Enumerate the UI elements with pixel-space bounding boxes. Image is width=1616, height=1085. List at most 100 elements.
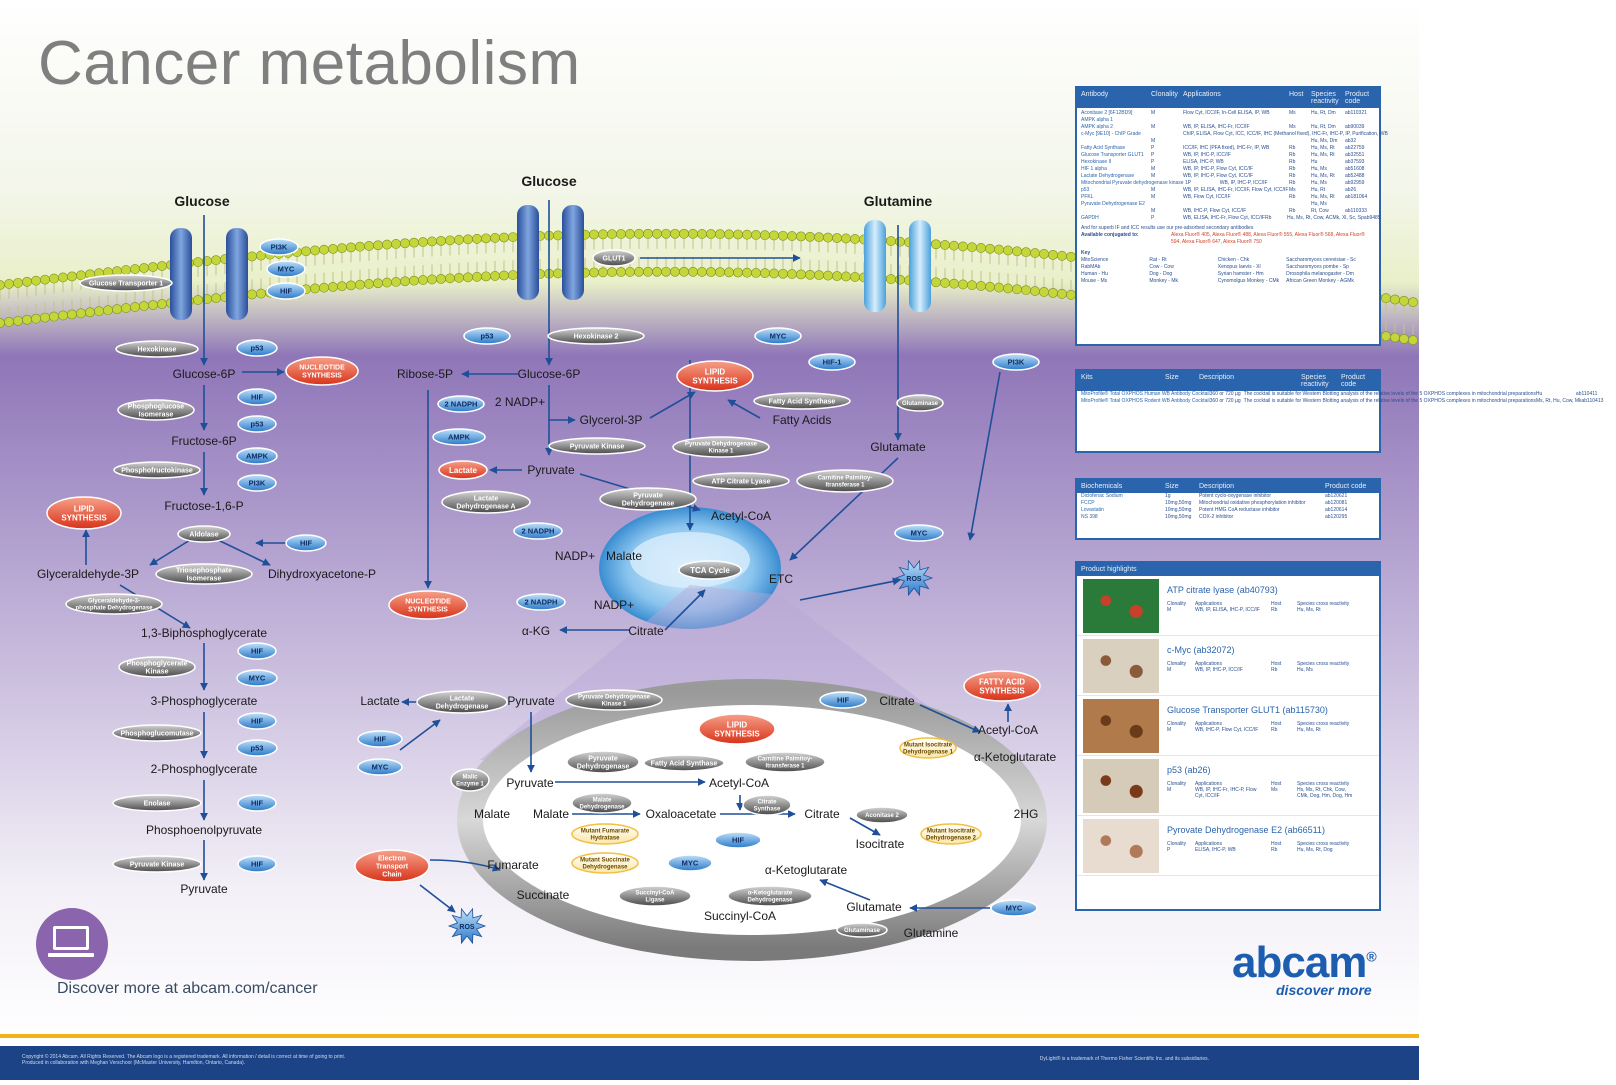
ros-star-mid[interactable]: ROS — [894, 559, 934, 597]
p53-regulator[interactable]: p53 — [236, 339, 278, 357]
hif-detail-1[interactable]: HIF — [819, 691, 867, 709]
hif-regulator-7[interactable]: HIF — [237, 855, 277, 873]
gapdh-enzyme[interactable]: Glyceraldehyde-3-phosphate Dehydrogenase — [65, 593, 163, 615]
ampk-regulator-mid[interactable]: AMPK — [432, 428, 486, 446]
glutaminase-mid[interactable]: Glutaminase — [896, 394, 944, 412]
pi3k-regulator-right[interactable]: PI3K — [992, 353, 1040, 371]
pyruvate-mid-label: Pyruvate — [527, 463, 575, 477]
2-nadph-2[interactable]: 2 NADPH — [513, 522, 563, 540]
hif-regulator[interactable]: HIF — [266, 282, 306, 300]
hif-regulator-3[interactable]: HIF — [285, 534, 327, 552]
aconitase-2[interactable]: Aconitase 2 — [855, 806, 909, 824]
fas-detail[interactable]: Fatty Acid Synthase — [643, 754, 725, 772]
2-nadph-1[interactable]: 2 NADPH — [437, 395, 485, 413]
product-name[interactable]: ATP citrate lyase (ab40793) — [1167, 585, 1278, 595]
product-name[interactable]: p53 (ab26) — [1167, 765, 1211, 775]
product-highlight-item[interactable]: Pyrovate Dehydrogenase E2 (ab66511)Clona… — [1077, 816, 1379, 876]
tca-cycle-node[interactable]: TCA Cycle — [678, 560, 742, 580]
laptop-icon[interactable] — [36, 908, 108, 980]
aldolase-enzyme[interactable]: Aldolase — [177, 525, 231, 543]
pyruvate-kinase-enzyme[interactable]: Pyruvate Kinase — [112, 855, 202, 873]
ampk-regulator[interactable]: AMPK — [236, 447, 278, 465]
atp-citrate-lyase-mid[interactable]: ATP Citrate Lyase — [692, 472, 790, 490]
product-name[interactable]: Glucose Transporter GLUT1 (ab115730) — [1167, 705, 1328, 715]
lipid-head — [832, 233, 842, 243]
myc-detail-2[interactable]: MYC — [667, 854, 713, 872]
fatty-acid-synthase-mid[interactable]: Fatty Acid Synthase — [753, 392, 851, 410]
hif-regulator-4[interactable]: HIF — [237, 642, 277, 660]
lipid-synthesis-mid-label: SYNTHESIS — [692, 376, 738, 385]
lipid-head — [1048, 249, 1058, 260]
hif-regulator-2[interactable]: HIF — [237, 388, 277, 406]
myc-regulator-mid[interactable]: MYC — [894, 524, 944, 542]
pi3k-regulator[interactable]: PI3K — [259, 238, 299, 256]
myc-regulator[interactable]: MYC — [266, 260, 306, 278]
myc-detail-3[interactable]: MYC — [990, 899, 1038, 917]
hexokinase-enzyme[interactable]: Hexokinase — [115, 340, 199, 358]
lactate-red[interactable]: Lactate — [438, 460, 488, 480]
phosphoglucomutase-enzyme[interactable]: Phosphoglucomutase — [112, 724, 202, 742]
p53-regulator-2[interactable]: p53 — [237, 415, 277, 433]
lipid-head — [121, 265, 131, 275]
lipid-head — [49, 273, 59, 284]
myc-regulator-2[interactable]: MYC — [236, 669, 278, 687]
enolase-enzyme[interactable]: Enolase — [112, 794, 202, 812]
hif-1-regulator[interactable]: HIF-1 — [808, 353, 856, 371]
hif-detail-2[interactable]: HIF — [357, 730, 403, 748]
hif-regulator-5[interactable]: HIF — [237, 712, 277, 730]
phosphofructokinase-enzyme[interactable]: Phosphofructokinase — [113, 461, 201, 479]
table-cell: The cocktail is suitable for Western Blo… — [1243, 391, 1536, 397]
2-nadph-3[interactable]: 2 NADPH — [516, 593, 566, 611]
product-highlight-item[interactable]: Glucose Transporter GLUT1 (ab115730)Clon… — [1077, 696, 1379, 756]
myc-regulator-top[interactable]: MYC — [754, 327, 802, 345]
p53-regulator-3[interactable]: p53 — [236, 739, 278, 757]
discover-more-link[interactable]: Discover more at abcam.com/cancer — [57, 980, 318, 997]
glut1-enzyme[interactable]: GLUT1 — [592, 249, 636, 267]
pi3k-regulator-2[interactable]: PI3K — [237, 474, 277, 492]
lipid-head — [697, 267, 707, 277]
hif-detail-3[interactable]: HIF — [714, 831, 762, 849]
myc-detail-1[interactable]: MYC — [357, 758, 403, 776]
glucose-transporter-1-enzyme[interactable]: Glucose Transporter 1 — [79, 274, 173, 292]
glutaminase-detail[interactable]: Glutaminase — [836, 922, 888, 938]
ros-star-detail[interactable]: ROS — [447, 907, 487, 945]
product-name[interactable]: Pyrovate Dehydrogenase E2 (ab66511) — [1167, 825, 1325, 835]
p53-regulator-mid[interactable]: p53 — [463, 327, 511, 345]
hexokinase-2-enzyme[interactable]: Hexokinase 2 — [547, 327, 645, 345]
hif-regulator-6[interactable]: HIF — [237, 794, 277, 812]
pyruvate-kinase-mid[interactable]: Pyruvate Kinase — [548, 437, 646, 455]
product-name[interactable]: c-Myc (ab32072) — [1167, 645, 1235, 655]
cpt1-detail[interactable]: Carnitine Palmitoy-ltransferase 1 — [744, 751, 826, 773]
lipid-head — [418, 275, 428, 285]
cpt1-mid[interactable]: Carnitine Palmitoy-ltransferase 1 — [796, 469, 894, 493]
